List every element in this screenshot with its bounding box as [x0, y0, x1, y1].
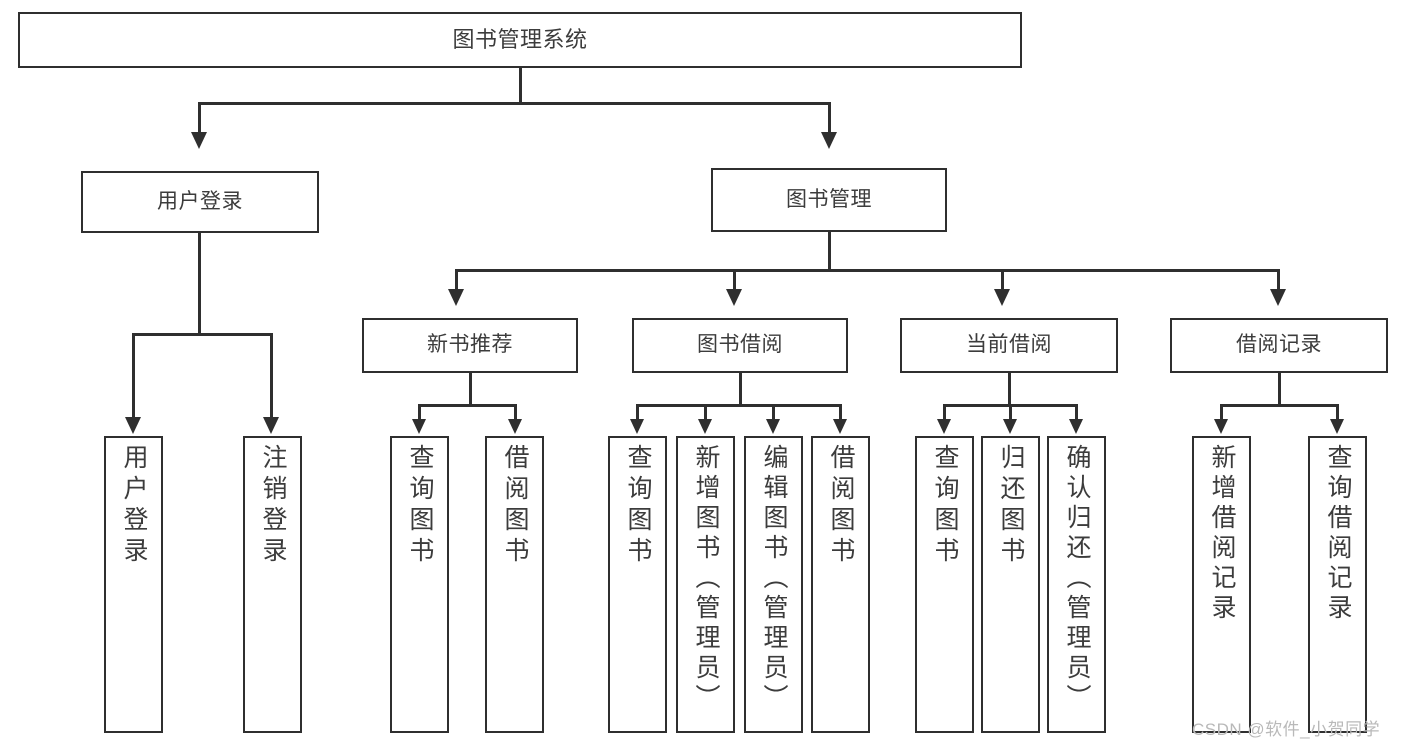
- arrowhead-leaf-user-login: [125, 417, 141, 434]
- arrowhead-nbr-leaf-2: [508, 419, 522, 434]
- arrowhead-cb-leaf-3: [1069, 419, 1083, 434]
- node-label: 新增图书（管理员）: [692, 444, 720, 714]
- connector-level2-bus: [198, 102, 830, 105]
- node-label: 用户登录: [120, 444, 148, 568]
- connector-drop-br-leaf-2: [1336, 404, 1339, 420]
- node-label: 图书借阅: [697, 333, 783, 357]
- arrowhead-bb-leaf-2: [698, 419, 712, 434]
- connector-book-management-stem: [828, 232, 831, 271]
- node-label: 归还图书: [997, 444, 1025, 568]
- leaf-node-bb-borrow-book[interactable]: 借阅图书: [811, 436, 870, 733]
- connector-drop-user-login: [198, 102, 201, 134]
- connector-drop-borrow-record: [1277, 269, 1280, 291]
- connector-book-borrow-bus: [636, 404, 840, 407]
- leaf-node-bb-add-book-admin[interactable]: 新增图书（管理员）: [676, 436, 735, 733]
- node-book-management[interactable]: 图书管理: [711, 168, 947, 232]
- node-label: 查询图书: [624, 444, 652, 568]
- node-label: 借阅图书: [501, 444, 529, 568]
- node-label: 查询图书: [406, 444, 434, 568]
- node-label: 新增借阅记录: [1208, 444, 1236, 624]
- arrowhead-bb-leaf-1: [630, 419, 644, 434]
- node-book-borrow[interactable]: 图书借阅: [632, 318, 848, 373]
- leaf-node-logout[interactable]: 注销登录: [243, 436, 302, 733]
- node-current-borrow[interactable]: 当前借阅: [900, 318, 1118, 373]
- leaf-node-cb-query-book[interactable]: 查询图书: [915, 436, 974, 733]
- node-label: 图书管理系统: [452, 27, 588, 53]
- connector-drop-bb-leaf-4: [839, 404, 842, 420]
- node-label: 图书管理: [786, 187, 872, 211]
- connector-drop-bb-leaf-2: [704, 404, 707, 420]
- node-root-book-management-system[interactable]: 图书管理系统: [18, 12, 1022, 68]
- connector-new-book-recommend-stem: [469, 373, 472, 405]
- leaf-node-user-login[interactable]: 用户登录: [104, 436, 163, 733]
- connector-drop-nbr-leaf-1: [418, 404, 421, 420]
- arrowhead-book-borrow: [726, 289, 742, 306]
- leaf-node-nbr-query-book[interactable]: 查询图书: [390, 436, 449, 733]
- connector-drop-current-borrow: [1001, 269, 1004, 291]
- arrowhead-new-book-recommend: [448, 289, 464, 306]
- arrowhead-leaf-logout: [263, 417, 279, 434]
- node-label: 用户登录: [157, 189, 243, 213]
- connector-drop-cb-leaf-3: [1075, 404, 1078, 420]
- arrowhead-book-management: [821, 132, 837, 149]
- connector-drop-book-borrow: [733, 269, 736, 291]
- leaf-node-br-query-record[interactable]: 查询借阅记录: [1308, 436, 1367, 733]
- node-user-login[interactable]: 用户登录: [81, 171, 319, 233]
- connector-drop-nbr-leaf-2: [514, 404, 517, 420]
- leaf-node-cb-return-book[interactable]: 归还图书: [981, 436, 1040, 733]
- node-label: 编辑图书（管理员）: [760, 444, 788, 714]
- connector-root-stem: [519, 68, 522, 103]
- arrowhead-bb-leaf-3: [766, 419, 780, 434]
- arrowhead-user-login: [191, 132, 207, 149]
- node-new-book-recommend[interactable]: 新书推荐: [362, 318, 578, 373]
- node-label: 注销登录: [259, 444, 287, 568]
- node-label: 借阅记录: [1236, 333, 1322, 357]
- connector-drop-br-leaf-1: [1220, 404, 1223, 420]
- arrowhead-bb-leaf-4: [833, 419, 847, 434]
- node-label: 新书推荐: [427, 333, 513, 357]
- connector-level3-bus: [455, 269, 1279, 272]
- connector-drop-cb-leaf-1: [943, 404, 946, 420]
- node-label: 当前借阅: [966, 333, 1052, 357]
- arrowhead-nbr-leaf-1: [412, 419, 426, 434]
- node-label: 确认归还（管理员）: [1063, 444, 1091, 714]
- node-label: 查询借阅记录: [1324, 444, 1352, 624]
- node-label: 查询图书: [931, 444, 959, 568]
- arrowhead-br-leaf-2: [1330, 419, 1344, 434]
- leaf-node-br-add-record[interactable]: 新增借阅记录: [1192, 436, 1251, 733]
- arrowhead-cb-leaf-2: [1003, 419, 1017, 434]
- connector-user-login-stem: [198, 233, 201, 334]
- arrowhead-br-leaf-1: [1214, 419, 1228, 434]
- arrowhead-current-borrow: [994, 289, 1010, 306]
- connector-book-borrow-stem: [739, 373, 742, 405]
- connector-drop-leaf-logout: [270, 333, 273, 418]
- connector-drop-book-management: [828, 102, 831, 134]
- connector-drop-bb-leaf-3: [772, 404, 775, 420]
- leaf-node-nbr-borrow-book[interactable]: 借阅图书: [485, 436, 544, 733]
- connector-borrow-record-bus: [1220, 404, 1338, 407]
- node-borrow-record[interactable]: 借阅记录: [1170, 318, 1388, 373]
- arrowhead-borrow-record: [1270, 289, 1286, 306]
- connector-user-login-bus: [132, 333, 272, 336]
- node-label: 借阅图书: [827, 444, 855, 568]
- leaf-node-bb-query-book[interactable]: 查询图书: [608, 436, 667, 733]
- connector-drop-bb-leaf-1: [636, 404, 639, 420]
- connector-drop-new-book-recommend: [455, 269, 458, 291]
- connector-drop-cb-leaf-2: [1009, 404, 1012, 420]
- connector-drop-leaf-user-login: [132, 333, 135, 418]
- connector-borrow-record-stem: [1278, 373, 1281, 405]
- leaf-node-cb-confirm-return-admin[interactable]: 确认归还（管理员）: [1047, 436, 1106, 733]
- connector-new-book-recommend-bus: [418, 404, 516, 407]
- arrowhead-cb-leaf-1: [937, 419, 951, 434]
- watermark-csdn: CSDN @软件_小贺同学: [1192, 720, 1381, 739]
- leaf-node-bb-edit-book-admin[interactable]: 编辑图书（管理员）: [744, 436, 803, 733]
- connector-current-borrow-stem: [1008, 373, 1011, 405]
